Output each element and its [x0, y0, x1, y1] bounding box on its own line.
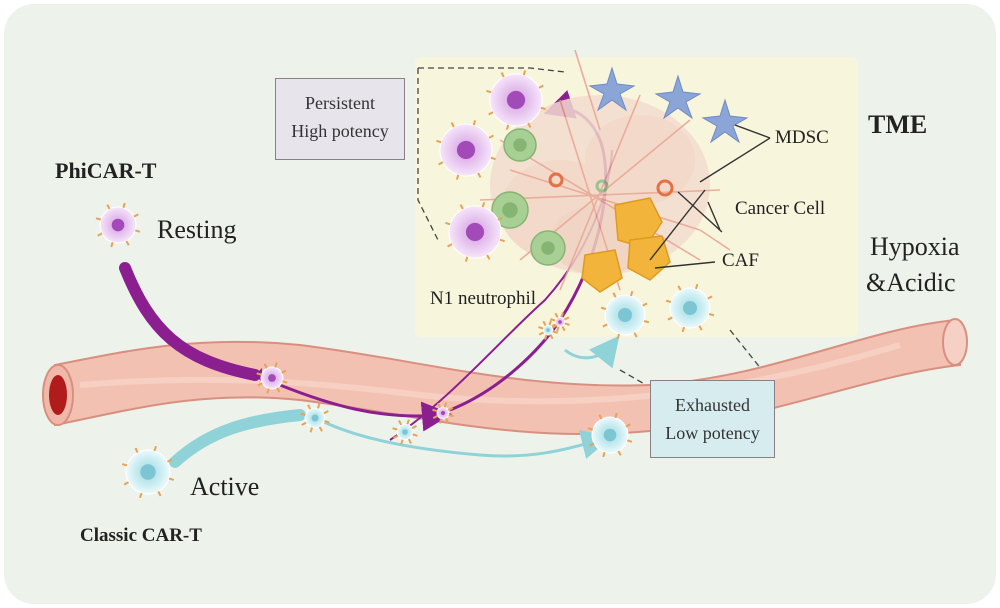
tme-label: TME — [868, 110, 928, 139]
vessel-cell — [550, 312, 570, 332]
n1-neutrophil-label: N1 neutrophil — [430, 288, 537, 309]
persistent-cell — [486, 70, 546, 130]
exhausted-cell — [600, 290, 650, 340]
n1-neutrophil-icon — [491, 128, 566, 266]
mdsc-icon — [588, 66, 749, 144]
vessel-cell — [538, 320, 558, 340]
vessel-cell — [432, 402, 454, 424]
exhausted-line-2: Low potency — [665, 423, 760, 443]
cancer-cell-label: Cancer Cell — [735, 198, 826, 219]
resting-label: Resting — [157, 215, 237, 244]
mdsc-label: MDSC — [775, 127, 829, 148]
exhausted-cells — [587, 283, 715, 458]
vessel-cells — [256, 312, 570, 445]
exhausted-box: Exhausted Low potency — [650, 380, 775, 458]
resting-cell — [95, 202, 141, 248]
exhausted-cell — [665, 283, 715, 333]
active-cell — [121, 445, 175, 499]
persistent-line-1: Persistent — [305, 93, 375, 113]
active-label: Active — [190, 472, 260, 501]
vessel-cell — [392, 419, 418, 445]
persistent-box: Persistent High potency — [275, 78, 405, 160]
persistent-cell — [436, 120, 496, 180]
exhausted-cell — [587, 412, 633, 458]
label-connectors — [649, 124, 771, 269]
classic-title: Classic CAR-T — [80, 525, 202, 546]
hypoxia-label-2: &Acidic — [866, 268, 956, 297]
vessel-cell — [300, 403, 330, 433]
persistent-line-2: High potency — [291, 121, 389, 141]
caf-label: CAF — [722, 250, 759, 271]
vessel-cell — [256, 362, 288, 394]
phicar-resting-cell-icon — [95, 202, 141, 248]
persistent-cell — [445, 202, 505, 262]
classic-arrow — [169, 335, 620, 468]
classic-active-cell-icon — [121, 445, 175, 499]
phicar-title: PhiCAR-T — [55, 158, 157, 183]
persistent-cells — [436, 70, 546, 262]
hypoxia-label-1: Hypoxia — [870, 232, 960, 261]
exhausted-line-1: Exhausted — [675, 395, 750, 415]
